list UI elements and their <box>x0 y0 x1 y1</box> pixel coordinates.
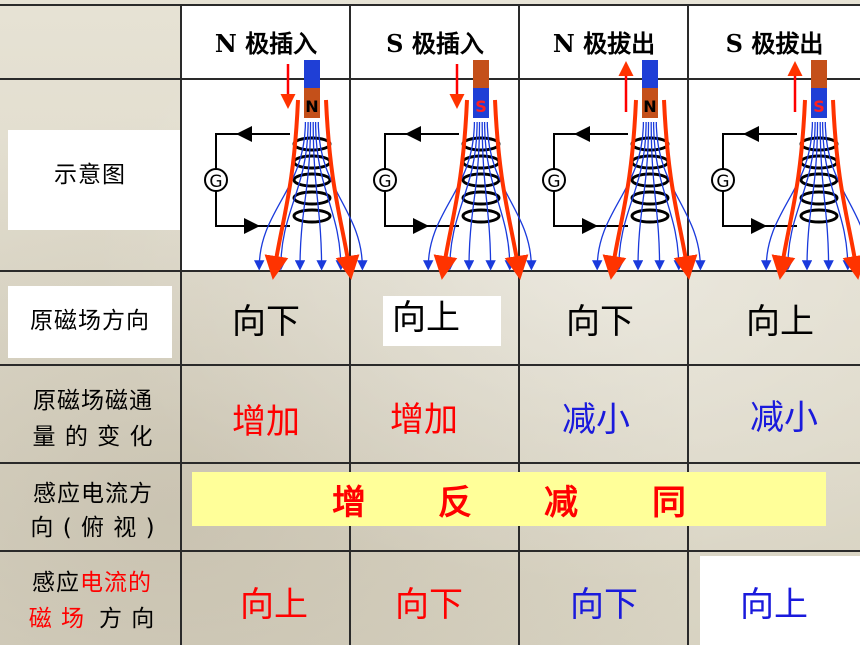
orig-field-dir-2: 向上 <box>392 297 460 338</box>
grid-line <box>0 550 860 552</box>
value-bg-up-1 <box>383 296 501 346</box>
header-cell-3 <box>520 6 688 78</box>
row-label-bg-diagram <box>8 130 180 230</box>
diagram-cell-bg-1 <box>182 80 350 270</box>
banner-word-oppose: 反 <box>438 482 472 523</box>
row-label-bg-field <box>8 286 172 358</box>
grid-line <box>180 4 182 645</box>
banner-word-same: 同 <box>652 482 686 523</box>
grid-line <box>518 4 520 645</box>
grid-line <box>0 364 860 366</box>
row-label-induced-field-1: 感应电流的 <box>4 562 180 598</box>
row-label-flux-change-2: 量 的 变 化 <box>32 424 154 450</box>
banner-word-decrease: 减 <box>544 482 578 523</box>
row-label-flux-change-1: 原磁场磁通 <box>33 388 153 414</box>
orig-field-dir-4: 向上 <box>746 301 814 342</box>
row-label-induced-field-2: 磁 场方 向 <box>4 598 180 634</box>
diagram-cell-bg-2 <box>351 80 519 270</box>
header-n-insert: N 极插入 <box>214 28 318 58</box>
header-s-remove: S 极拔出 <box>725 28 824 58</box>
row-label-induced-field-2-black: 方 向 <box>99 606 156 632</box>
grid-line <box>0 462 860 464</box>
header-cell-1 <box>182 6 350 78</box>
row-label-orig-field-dir: 原磁场方向 <box>30 308 150 334</box>
orig-field-dir-3: 向下 <box>566 301 634 342</box>
banner-word-increase: 增 <box>332 482 366 523</box>
grid-line <box>0 78 860 80</box>
grid-line <box>687 4 689 645</box>
flux-change-4: 减小 <box>750 397 818 438</box>
flux-change-2: 增加 <box>390 399 458 440</box>
row-label-induced-field-1-black: 感应 <box>32 570 80 596</box>
induced-field-dir-1: 向上 <box>240 584 308 625</box>
header-s-insert: S 极插入 <box>386 28 484 58</box>
grid-line <box>0 270 860 272</box>
induced-field-dir-4: 向上 <box>740 584 808 625</box>
grid-line <box>0 4 860 6</box>
row-label-induced-field-1-red: 电流的 <box>80 570 152 596</box>
induced-field-dir-2: 向下 <box>395 584 463 625</box>
header-cell-2 <box>351 6 519 78</box>
diagram-cell-bg-3 <box>520 80 688 270</box>
row-label-induced-current-2: 向 ( 俯 视 ) <box>30 515 156 541</box>
flux-change-3: 减小 <box>562 399 630 440</box>
row-label-induced-field-2-red: 磁 场 <box>28 606 85 632</box>
grid-line <box>349 4 351 645</box>
summary-banner: 增 反 减 同 <box>192 472 826 526</box>
header-n-remove: N 极拔出 <box>552 28 656 58</box>
diagram-cell-bg-4 <box>689 80 860 270</box>
flux-change-1: 增加 <box>232 401 300 442</box>
row-label-induced-current-1: 感应电流方 <box>33 481 153 507</box>
induced-field-dir-3: 向下 <box>570 584 638 625</box>
row-label-diagram: 示意图 <box>54 162 126 188</box>
header-cell-4 <box>689 6 860 78</box>
orig-field-dir-1: 向下 <box>232 301 300 342</box>
value-bg-up-2 <box>700 556 860 645</box>
